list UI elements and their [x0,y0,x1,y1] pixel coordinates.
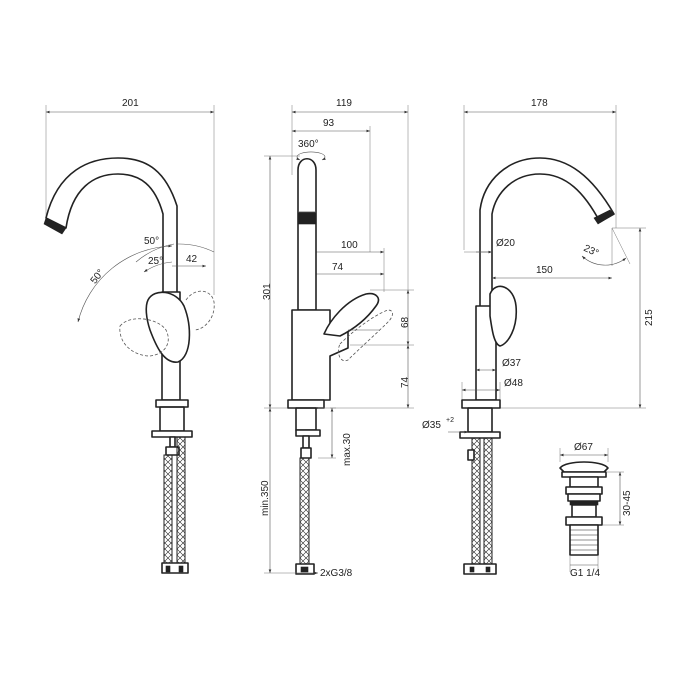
side-spout-width-label: 93 [323,118,335,129]
side-spout [297,157,317,311]
side-thread-label: max.30 [342,433,353,466]
waste-range-dimension: 30-45 [602,471,633,526]
side-lever-height-label: 68 [400,316,411,328]
front-spout [43,157,178,301]
front-angle-a: 50° [89,267,107,286]
waste-thread-dimension: G1 1/4 [569,555,600,579]
waste-thread-label: G1 1/4 [570,568,600,579]
side-lever [323,292,380,337]
side-view: 119 93 360° 100 74 [260,98,414,579]
right-base-diameter-label: Ø48 [504,378,523,389]
waste-range-label: 30-45 [622,490,633,516]
right-base-diameter-dimension: Ø48 [461,378,523,400]
side-lever-reach-dimension: 100 [306,240,384,254]
waste-cap [559,461,609,473]
right-handle [489,285,518,347]
front-offset: 42 [186,254,198,265]
side-thread-dimension: max.30 [318,407,353,466]
side-hoses [295,457,315,575]
right-hoses [463,437,497,575]
side-total-width-label: 119 [336,98,352,109]
right-width-dimension: 178 [463,98,617,250]
side-hose-length-dimension: min.350 [260,408,296,574]
front-view: 201 50° 50° 25° 42 [43,98,215,574]
waste-diameter-label: Ø67 [574,442,593,453]
side-vertical-dimensions: 68 74 [330,289,414,409]
waste-valve: Ø67 30-45 G1 1/4 [559,442,633,579]
right-projection-label: 150 [536,265,553,276]
side-body-height-label: 74 [400,376,411,388]
front-base [151,399,193,456]
side-connection: 2xG3/8 [296,568,353,579]
front-handle [145,291,191,363]
right-spout [479,157,615,311]
side-hose-length-label: min.350 [260,480,271,516]
right-body-diameter-dimension: Ø37 [476,358,521,372]
right-projection-dimension: 150 [492,265,612,280]
right-angle-dimension: 23° [582,227,631,266]
front-width-dimension: 201 [45,98,215,295]
front-angle-b: 50° [144,236,159,247]
right-angle-label: 23° [582,243,600,259]
waste-thread-body [569,524,599,556]
side-connection-label: 2xG3/8 [320,568,353,579]
front-hoses [161,436,189,574]
front-angle-c: 25° [148,256,163,267]
right-height-dimension: 215 [500,227,655,409]
right-hole-label: Ø35 [422,420,441,431]
right-hole-tolerance: +2 [446,417,454,424]
side-lever-rotated [338,309,393,362]
side-lever-offset-label: 74 [332,262,344,273]
side-lever-offset-dimension: 74 [306,248,385,292]
side-spout-width-dimension: 93 [292,118,371,252]
side-lever-reach-label: 100 [341,240,358,251]
front-width-label: 201 [122,98,139,109]
right-hole-dimension: Ø35 +2 [422,417,468,434]
waste-diameter-dimension: Ø67 [559,442,609,462]
side-total-width-dimension: 119 [291,98,409,290]
right-outlet-dimension: Ø20 [464,238,515,254]
side-rotation-dimension: 360° [296,139,326,161]
side-rotation-label: 360° [298,139,319,150]
right-height-label: 215 [644,309,655,326]
side-overall-height-label: 301 [262,283,273,300]
right-width-label: 178 [531,98,548,109]
right-body-diameter-label: Ø37 [502,358,521,369]
right-outlet-label: Ø20 [496,238,515,249]
right-view: 178 Ø20 23° 150 [422,98,655,575]
side-base [287,399,325,459]
